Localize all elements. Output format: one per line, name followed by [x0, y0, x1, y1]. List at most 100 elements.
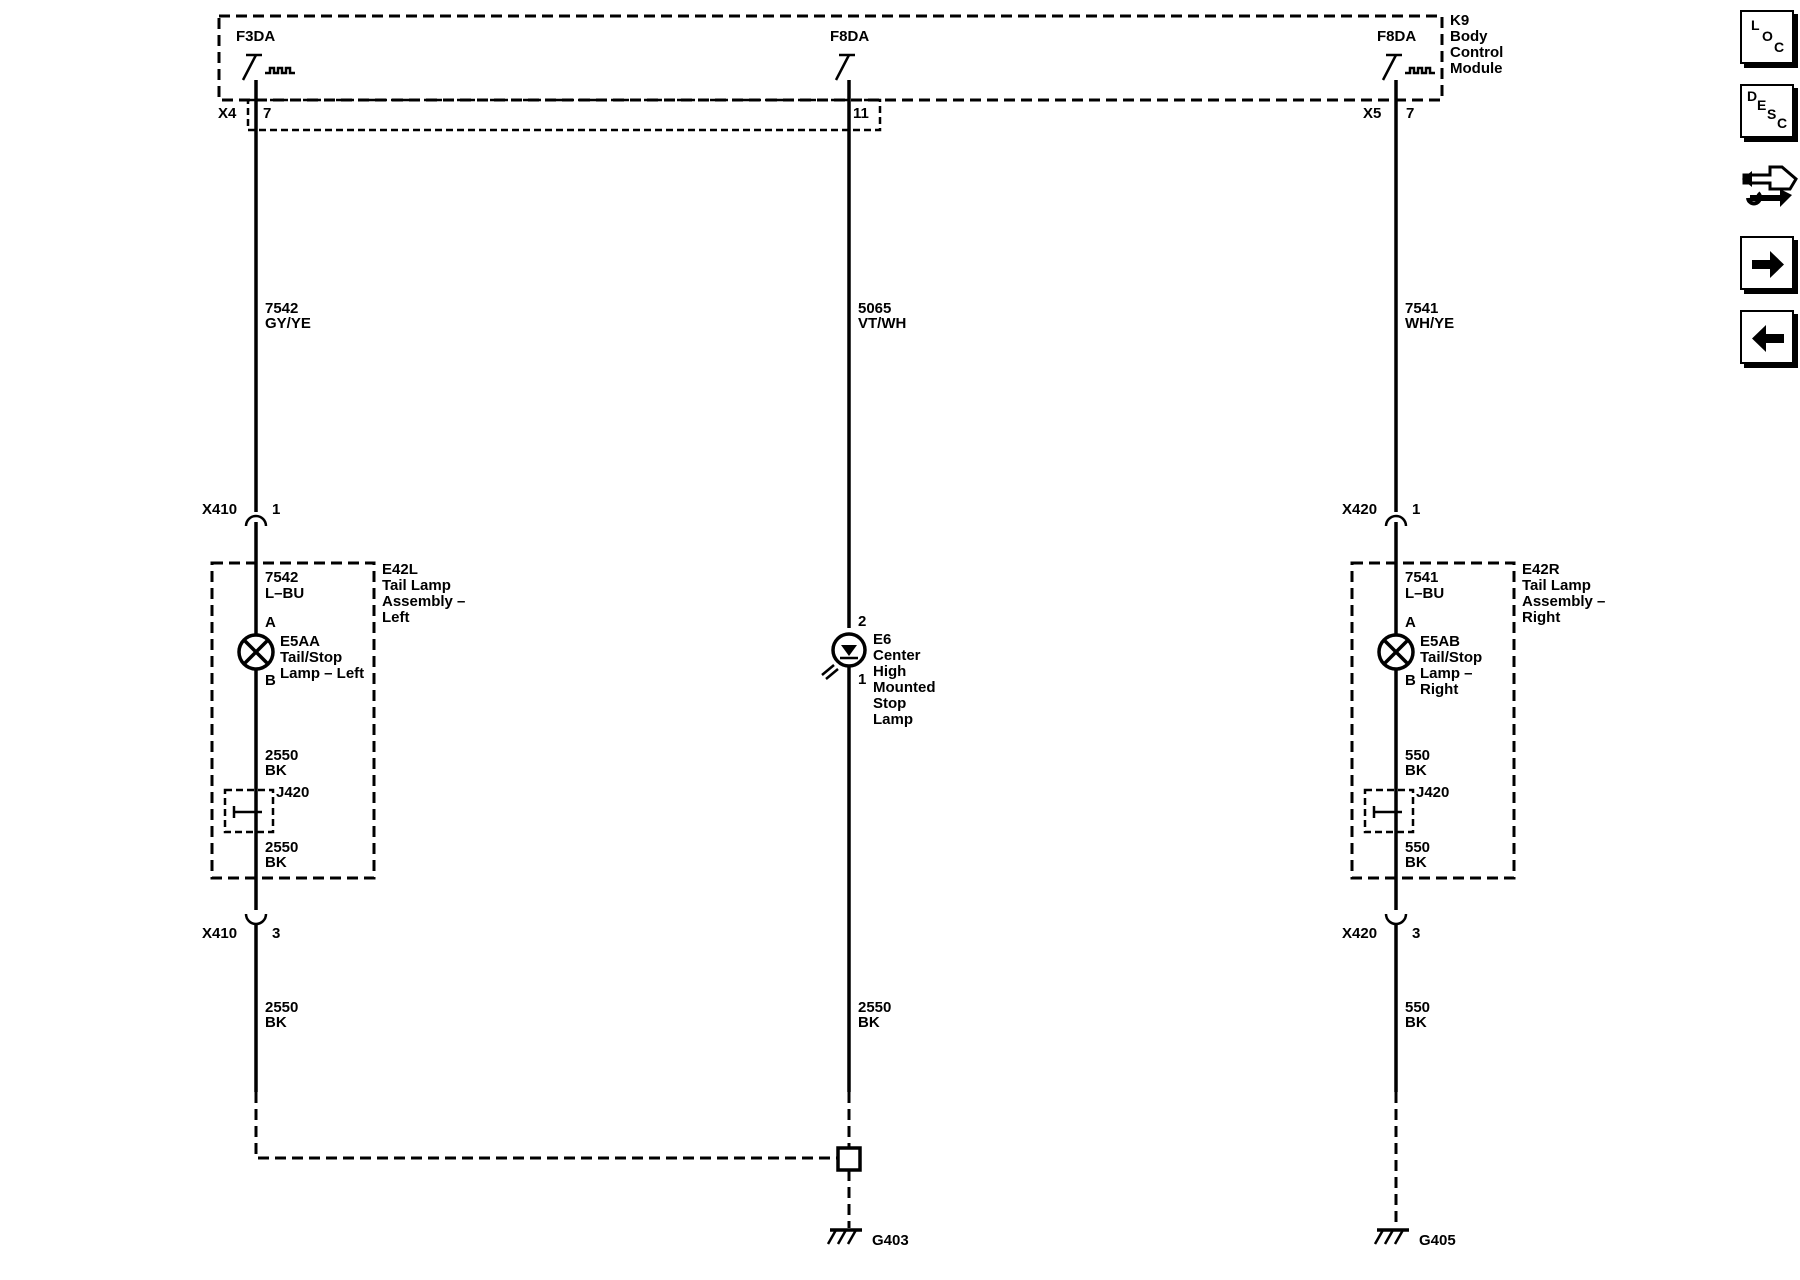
connector-tool-button[interactable]: [1740, 155, 1798, 209]
connector-tool-icon: [1742, 165, 1798, 207]
loc-letter-o: O: [1762, 28, 1773, 44]
bcm-name-line-1: Body: [1450, 28, 1488, 45]
left-assembly-line-1: Tail Lamp: [382, 577, 451, 594]
ground-g403-label: G403: [872, 1232, 909, 1249]
left-lamp-id: E5AA: [280, 633, 320, 650]
right-assembly-line-3: Right: [1522, 609, 1560, 626]
center-bottom-wire-color: BK: [858, 1014, 880, 1031]
left-ground-wire-2-number: 2550: [265, 839, 298, 856]
arrow-left-icon: [1752, 325, 1784, 352]
right-splice-label: J420: [1416, 784, 1449, 801]
bcm-name-line-2: Control: [1450, 44, 1503, 61]
left-bottom-connector-symbol: [244, 913, 268, 926]
right-bottom-connector-id: X420: [1342, 925, 1377, 942]
arrow-right-icon: [1752, 251, 1784, 278]
bcm-pin-right: 7: [1406, 105, 1414, 122]
center-bottom-wire-number: 2550: [858, 999, 891, 1016]
ground-g403-icon: [826, 1228, 862, 1245]
location-view-button[interactable]: L O C: [1740, 10, 1794, 64]
center-lamp-line-5: Lamp: [873, 711, 913, 728]
left-bottom-connector-id: X410: [202, 925, 237, 942]
left-inner-wire-number: 7542: [265, 569, 298, 586]
body-control-module: K9 Body Control Module F3DA F8DA F8DA X4…: [217, 12, 1503, 132]
right-ground-wire-2-number: 550: [1405, 839, 1430, 856]
center-lamp-line-3: Mounted: [873, 679, 935, 696]
bcm-connector-x4-outline: [246, 98, 882, 132]
right-top-connector-id: X420: [1342, 501, 1377, 518]
left-bottom-wire-number: 2550: [265, 999, 298, 1016]
description-view-button[interactable]: D E S C: [1740, 84, 1794, 138]
left-assembly-line-2: Assembly –: [382, 593, 465, 610]
desc-letter-c: C: [1777, 115, 1788, 131]
left-assembly-line-3: Left: [382, 609, 410, 626]
next-page-button[interactable]: [1740, 236, 1794, 290]
left-bottom-wire-color: BK: [265, 1014, 287, 1031]
previous-page-button[interactable]: [1740, 310, 1794, 364]
bcm-name-line-3: Module: [1450, 60, 1503, 77]
right-bottom-connector-pin: 3: [1412, 925, 1420, 942]
bcm-pin-center: 11: [853, 105, 869, 122]
left-top-connector-pin: 1: [272, 501, 280, 518]
switch-label-center: F8DA: [830, 28, 869, 45]
right-assembly-line-1: Tail Lamp: [1522, 577, 1591, 594]
left-ground-wire-1-color: BK: [265, 762, 287, 779]
right-lamp-line-2: Lamp –: [1420, 665, 1473, 682]
switch-symbol-right: [1381, 53, 1435, 81]
left-inner-wire-color: L–BU: [265, 585, 304, 602]
bcm-outline: [217, 14, 1444, 102]
center-lamp-line-4: Stop: [873, 695, 906, 712]
left-bottom-connector-pin: 3: [272, 925, 280, 942]
center-lamp-pin-top: 2: [858, 613, 866, 630]
bcm-connector-x4: X4: [218, 105, 237, 122]
bcm-connector-x5: X5: [1363, 105, 1381, 122]
right-ground-wire-1-number: 550: [1405, 747, 1430, 764]
right-lamp-line-1: Tail/Stop: [1420, 649, 1482, 666]
left-top-connector-id: X410: [202, 501, 237, 518]
switch-label-right: F8DA: [1377, 28, 1416, 45]
left-ground-path: [254, 1092, 838, 1160]
center-circuit: 5065 VT/WH 2 E6 Center High Mounted Stop…: [821, 80, 935, 1249]
ground-g405-icon: [1373, 1228, 1409, 1245]
left-splice-label: J420: [276, 784, 309, 801]
left-lamp-line-1: Tail/Stop: [280, 649, 342, 666]
loc-letter-c: C: [1774, 39, 1785, 55]
center-lamp-line-1: Center: [873, 647, 921, 664]
right-lamp-id: E5AB: [1420, 633, 1460, 650]
right-lamp-line-3: Right: [1420, 681, 1458, 698]
right-inner-wire-color: L–BU: [1405, 585, 1444, 602]
right-bottom-wire-color: BK: [1405, 1014, 1427, 1031]
center-top-wire-color: VT/WH: [858, 315, 906, 332]
ground-g405-label: G405: [1419, 1232, 1456, 1249]
left-top-wire-number: 7542: [265, 300, 298, 317]
switch-symbol-center: [834, 53, 855, 81]
center-lamp-id: E6: [873, 631, 891, 648]
center-top-wire-number: 5065: [858, 300, 891, 317]
right-inner-wire-number: 7541: [1405, 569, 1438, 586]
desc-letter-s: S: [1767, 106, 1777, 122]
right-top-connector-pin: 1: [1412, 501, 1420, 518]
right-lamp-pin-b: B: [1405, 672, 1416, 689]
right-assembly-line-2: Assembly –: [1522, 593, 1605, 610]
right-top-wire-number: 7541: [1405, 300, 1438, 317]
right-circuit: 7541 WH/YE X420 1 E42R Tail Lamp Assembl…: [1342, 80, 1605, 1249]
switch-symbol-left: [241, 53, 295, 81]
right-ground-wire-1-color: BK: [1405, 762, 1427, 779]
bcm-id: K9: [1450, 12, 1469, 29]
left-lamp-line-2: Lamp – Left: [280, 665, 364, 682]
desc-letter-e: E: [1757, 97, 1767, 113]
right-top-wire-color: WH/YE: [1405, 315, 1454, 332]
desc-letter-d: D: [1747, 88, 1758, 104]
right-assembly-id: E42R: [1522, 561, 1560, 578]
left-top-wire-color: GY/YE: [265, 315, 311, 332]
left-ground-wire-2-color: BK: [265, 854, 287, 871]
loc-letter-l: L: [1751, 17, 1760, 33]
center-lamp-line-2: High: [873, 663, 906, 680]
switch-label-left: F3DA: [236, 28, 275, 45]
left-tail-stop-lamp-icon: [237, 633, 275, 671]
left-lamp-pin-b: B: [265, 672, 276, 689]
center-lamp-pin-bottom: 1: [858, 671, 866, 688]
left-top-connector-symbol: [244, 514, 268, 527]
left-assembly-id: E42L: [382, 561, 418, 578]
bcm-pin-left: 7: [263, 105, 271, 122]
